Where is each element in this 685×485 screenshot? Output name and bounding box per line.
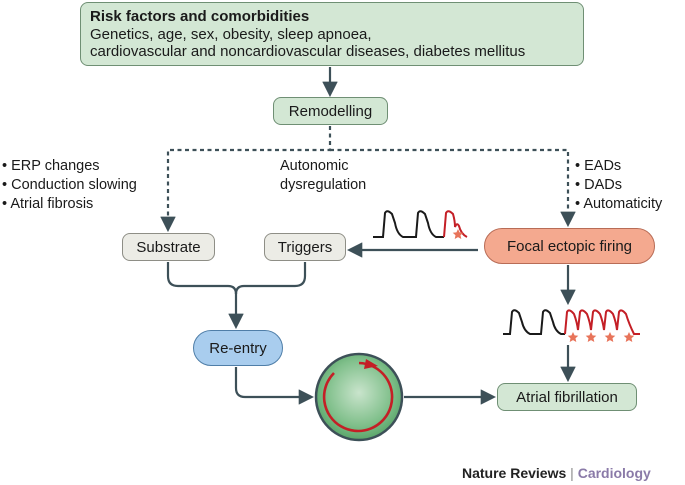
publisher-name: Nature Reviews bbox=[462, 465, 567, 481]
list-item: Automaticity bbox=[575, 195, 662, 214]
atrial-fibrillation-node: Atrial fibrillation bbox=[497, 383, 637, 411]
remodelling-node: Remodelling bbox=[273, 97, 388, 125]
arrow-reentry-to-circle bbox=[234, 367, 315, 405]
risk-factors-box: Risk factors and comorbidities Genetics,… bbox=[80, 2, 584, 66]
brand-separator: | bbox=[570, 465, 574, 481]
list-item: EADs bbox=[575, 157, 662, 176]
journal-branding: Nature Reviews | Cardiology bbox=[462, 465, 651, 481]
action-potential-trace-icon bbox=[373, 210, 468, 239]
trigger-mechanisms-list: EADs DADs Automaticity bbox=[575, 157, 662, 214]
reentry-node: Re-entry bbox=[193, 330, 283, 366]
list-item: DADs bbox=[575, 176, 662, 195]
triggers-node: Triggers bbox=[264, 233, 346, 261]
dashed-branch-right bbox=[330, 148, 576, 228]
autonomic-dysregulation-label: Autonomic dysregulation bbox=[280, 157, 366, 195]
list-item: ERP changes bbox=[2, 157, 137, 176]
label-line: Autonomic bbox=[280, 158, 349, 174]
journal-name: Cardiology bbox=[577, 465, 651, 481]
merge-triggers bbox=[234, 262, 307, 295]
merge-substrate bbox=[166, 262, 238, 295]
reentry-circuit-icon bbox=[314, 352, 404, 442]
substrate-factors-list: ERP changes Conduction slowing Atrial fi… bbox=[2, 157, 137, 214]
risk-factors-title: Risk factors and comorbidities bbox=[90, 8, 310, 25]
dashed-branch-left bbox=[160, 126, 332, 233]
substrate-node: Substrate bbox=[122, 233, 215, 261]
risk-factors-line: cardiovascular and noncardiovascular dis… bbox=[90, 43, 526, 60]
focal-ectopic-firing-node: Focal ectopic firing bbox=[484, 228, 655, 264]
list-item: Conduction slowing bbox=[2, 176, 137, 195]
ectopic-firing-trace-icon bbox=[503, 309, 640, 342]
list-item: Atrial fibrosis bbox=[2, 195, 137, 214]
label-line: dysregulation bbox=[280, 177, 367, 193]
risk-factors-line: Genetics, age, sex, obesity, sleep apnoe… bbox=[90, 26, 372, 43]
